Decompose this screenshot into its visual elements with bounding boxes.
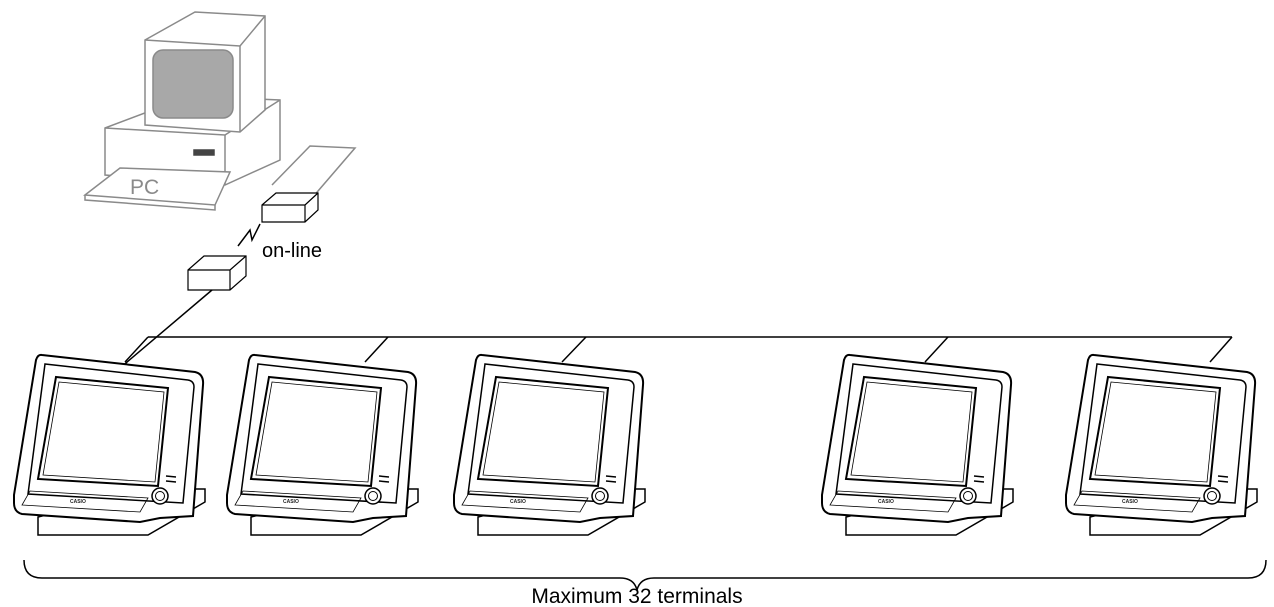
pos-terminal-5: CASIO [1066, 355, 1257, 535]
pos-terminal-1: CASIO [14, 355, 205, 535]
pos-terminal-4: CASIO [822, 355, 1013, 535]
modem-cable [120, 290, 212, 368]
brace-label: Maximum 32 terminals [531, 585, 742, 607]
svg-text:CASIO: CASIO [70, 499, 86, 505]
svg-text:CASIO: CASIO [878, 499, 894, 505]
pc-label: PC [130, 176, 159, 199]
terminal-modem [188, 256, 246, 290]
svg-text:CASIO: CASIO [1122, 499, 1138, 505]
pos-terminal-2: CASIO [227, 355, 418, 535]
online-link-icon [238, 224, 260, 246]
svg-text:CASIO: CASIO [283, 499, 299, 505]
svg-text:CASIO: CASIO [510, 499, 526, 505]
online-label: on-line [262, 240, 322, 262]
pc-modem [262, 193, 318, 222]
pc-workstation [85, 12, 355, 210]
pos-terminal-3: CASIO [454, 355, 645, 535]
